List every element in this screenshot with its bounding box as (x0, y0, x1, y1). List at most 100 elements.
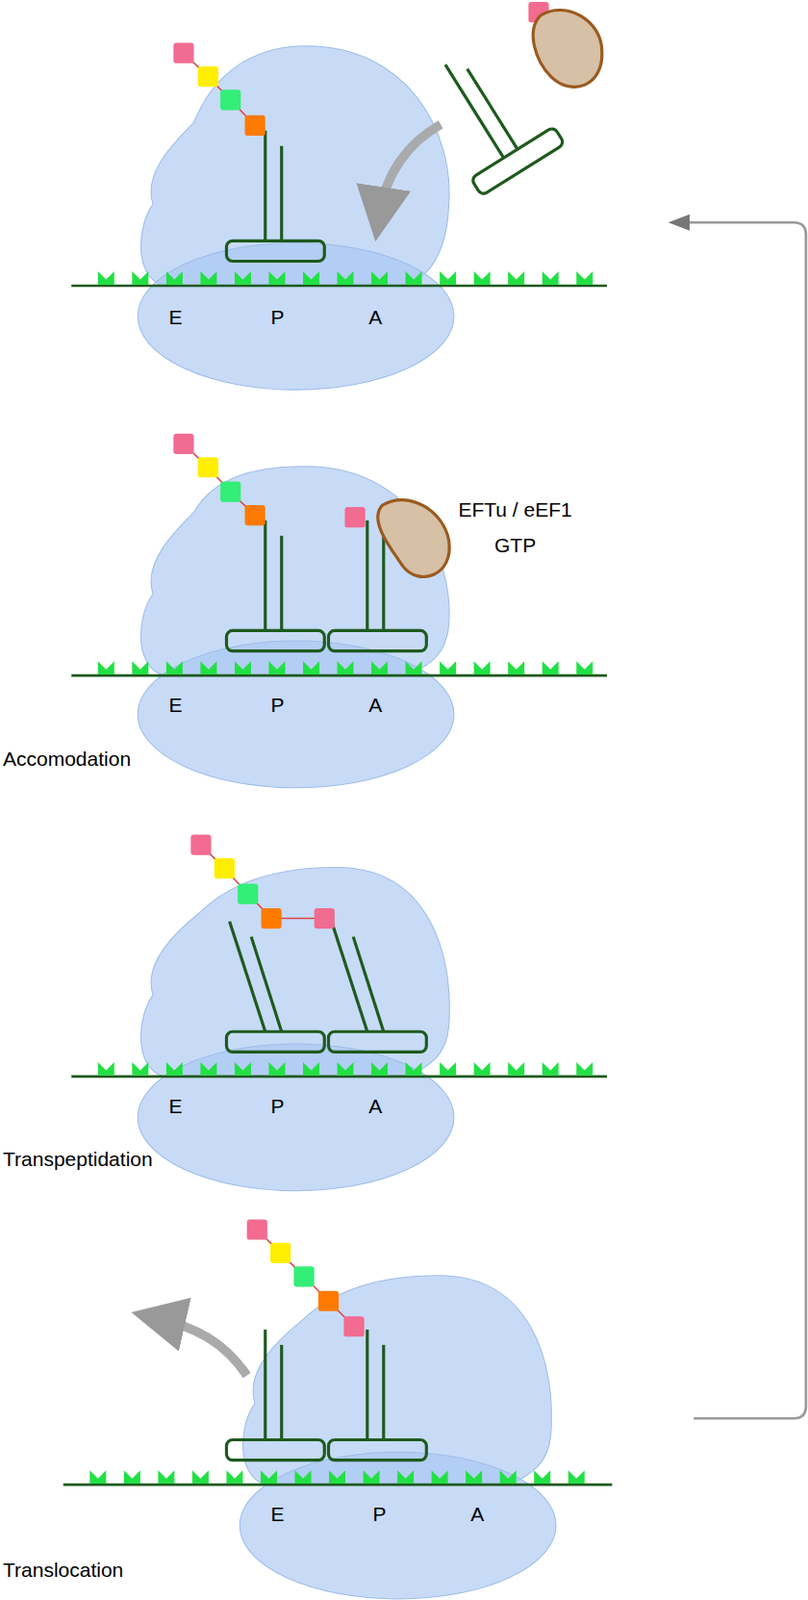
amino-acid (173, 43, 194, 64)
site-label: A (470, 1502, 484, 1525)
trna-stem (251, 936, 282, 1033)
codon-mark (337, 1061, 354, 1076)
trna-anticodon (470, 126, 565, 197)
site-label: P (270, 693, 284, 716)
codon-mark (234, 660, 252, 675)
codon-mark (192, 1469, 209, 1484)
codon-mark (363, 1469, 380, 1484)
site-label: A (368, 305, 382, 329)
factor-label: EFTu / eEF1 (457, 498, 572, 521)
amino-acid (270, 1242, 291, 1263)
amino-acid (220, 89, 241, 110)
codon-mark (465, 1469, 482, 1484)
codon-mark (405, 660, 423, 675)
stage-label: Translocation (2, 1558, 124, 1581)
amino-acid (314, 908, 335, 929)
trna-stem (279, 535, 283, 632)
amino-acid (190, 834, 211, 856)
amino-acid (261, 908, 282, 929)
amino-acid (237, 883, 258, 904)
codon-mark (131, 660, 149, 675)
mrna-strand (71, 1075, 607, 1079)
stage-label: Accomodation (2, 747, 131, 770)
codon-mark (474, 1061, 491, 1076)
codon-mark (397, 1469, 414, 1484)
codon-mark (371, 660, 388, 675)
codon-mark (337, 660, 354, 675)
trna-anticodon (328, 630, 428, 651)
codon-mark (533, 1469, 551, 1484)
trna-stem (279, 1344, 283, 1440)
trna-stem (353, 936, 384, 1033)
codon-mark (200, 271, 217, 285)
codon-mark (542, 271, 559, 285)
amino-acid (245, 505, 266, 526)
codon-mark (131, 271, 149, 285)
amino-acid (198, 66, 219, 87)
amino-acid (173, 433, 194, 455)
amino-acid (344, 506, 365, 528)
amino-acid (293, 1265, 314, 1287)
codon-mark (337, 271, 354, 285)
factor-label: GTP (494, 533, 536, 556)
codon-mark (474, 660, 491, 675)
codon-mark (226, 1469, 243, 1484)
codon-mark (439, 271, 456, 285)
codon-mark (234, 271, 252, 285)
trna-anticodon (226, 1031, 325, 1052)
codon-mark (200, 1061, 217, 1076)
codon-mark (576, 271, 593, 285)
trna-stem (229, 921, 266, 1033)
codon-mark (507, 1061, 525, 1076)
codon-mark (268, 1061, 285, 1076)
trna-anticodon (226, 630, 325, 651)
codon-mark (371, 271, 388, 285)
trna-stem (467, 69, 518, 151)
codon-mark (542, 660, 559, 675)
site-label: E (270, 1502, 284, 1525)
trna-stem (365, 520, 369, 632)
trna-anticodon (328, 1031, 428, 1052)
site-label: A (368, 1094, 382, 1117)
site-label: E (168, 693, 182, 716)
amino-acid (343, 1315, 364, 1337)
codon-mark (98, 271, 115, 285)
codon-mark (124, 1469, 141, 1484)
codon-mark (295, 1469, 312, 1484)
site-label: A (368, 693, 382, 716)
site-label: E (168, 305, 182, 329)
codon-mark (98, 660, 115, 675)
amino-acid (214, 858, 235, 879)
amino-acid (220, 481, 241, 503)
trna-anticodon (226, 240, 325, 261)
amino-acid (247, 1218, 268, 1239)
amino-acid (245, 115, 266, 136)
codon-mark (439, 1061, 456, 1076)
codon-mark (542, 1061, 559, 1076)
codon-mark (98, 1061, 115, 1076)
site-label: P (270, 1094, 284, 1117)
codon-mark (303, 1061, 320, 1076)
trna-stem (263, 130, 267, 242)
codon-mark (439, 660, 456, 675)
codon-mark (405, 271, 423, 285)
site-label: E (168, 1094, 182, 1117)
codon-mark (568, 1469, 585, 1484)
codon-mark (500, 1469, 517, 1484)
codon-mark (371, 1061, 388, 1076)
codon-mark (474, 271, 491, 285)
mrna-strand (63, 1483, 613, 1487)
trna-stem (331, 921, 368, 1033)
trna-anticodon (226, 1439, 325, 1460)
trna-stem (381, 535, 385, 632)
trna-stem (263, 1329, 267, 1440)
trna-stem (365, 1329, 369, 1440)
codon-mark (166, 271, 183, 285)
codon-mark (303, 271, 320, 285)
mrna-strand (71, 284, 607, 288)
codon-mark (507, 660, 525, 675)
trna-stem (381, 1344, 385, 1440)
codon-mark (405, 1061, 423, 1076)
codon-mark (576, 1061, 593, 1076)
